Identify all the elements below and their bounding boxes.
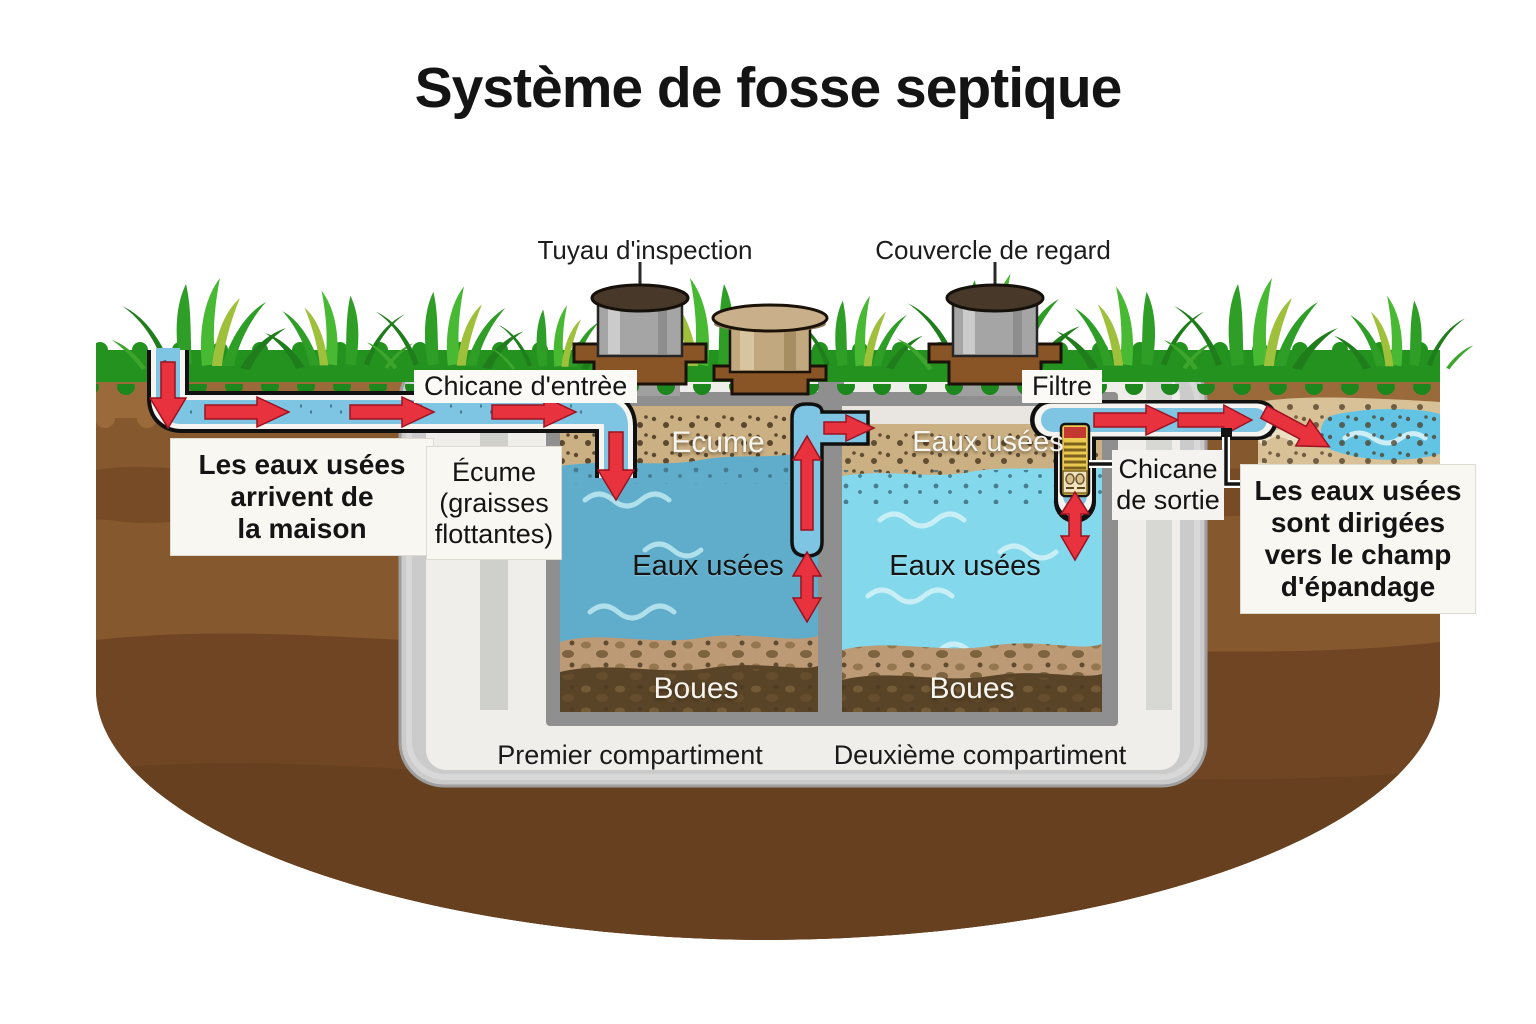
filter-label: Filtre xyxy=(1022,370,1102,403)
compartment1-contents xyxy=(560,406,818,712)
outlet-pipe xyxy=(1030,400,1331,562)
compartment1-sludge-label: Boues xyxy=(653,672,739,705)
inlet-down-arrow xyxy=(148,361,188,430)
effluent-filter xyxy=(1059,422,1091,498)
compartment2-scum-label: Eaux usées xyxy=(912,426,1064,458)
baffle-double-arrow xyxy=(791,550,823,624)
effluent-callout: Les eaux usées sont dirigées vers le cha… xyxy=(1240,464,1476,614)
manhole-cover-label: Couvercle de regard xyxy=(875,235,1111,265)
leach-field-arrow xyxy=(1259,404,1331,448)
compartment1-name: Premier compartiment xyxy=(497,740,763,770)
compartment2-water-label: Eaux usées xyxy=(889,550,1041,582)
compartment2-sludge-label: Boues xyxy=(929,672,1015,705)
inspection-pipe-label: Tuyau d'inspection xyxy=(537,235,753,265)
baffle-up-arrow xyxy=(791,434,823,531)
transfer-baffle xyxy=(790,402,875,624)
compartment1-scum-label: Ecume xyxy=(671,426,765,459)
inlet-pipe xyxy=(147,348,637,502)
page-title: Système de fosse septique xyxy=(414,56,1123,120)
manhole-riser xyxy=(711,303,829,396)
compartment2-name: Deuxième compartiment xyxy=(833,740,1127,770)
outlet-baffle-label: Chicane de sortie xyxy=(1112,450,1224,520)
influent-callout: Les eaux usées arrivent de la maison xyxy=(170,438,434,556)
scum-note-callout: Écume (graisses flottantes) xyxy=(426,446,562,561)
inlet-baffle-label: Chicane d'entrèe xyxy=(414,370,638,403)
compartment1-water-label: Eaux usées xyxy=(632,550,784,582)
inlet-baffle-arrow xyxy=(596,431,636,502)
filter-double-arrow xyxy=(1059,490,1091,562)
